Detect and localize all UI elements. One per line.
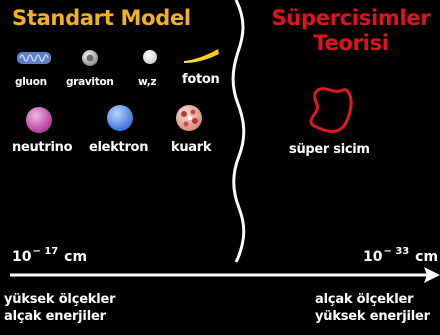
scale-right: 10− 33 cm [363,246,438,265]
graviton-icon [82,50,98,66]
scale-arrow [10,267,440,283]
photon-label: foton [182,72,220,87]
electron-icon [107,105,133,131]
scale-left: 10− 17 cm [12,246,87,265]
scale-right-unit: cm [415,249,439,265]
wz-boson-icon [143,50,157,64]
superstring-title-line-2: Teorisi [313,31,389,55]
scale-left-unit: cm [64,249,88,265]
scale-left-exponent: − 17 [32,246,59,257]
neutrino-label: neutrino [12,140,73,155]
scale-right-base: 10 [363,249,383,265]
gluon-label: gluon [15,76,47,88]
bottom-left-caption: yüksek ölçekler alçak enerjiler [4,291,116,325]
graviton-label: graviton [66,76,114,88]
superstring-title-line-1: Süpercisimler [271,6,431,30]
bottom-right-line-1: alçak ölçekler [315,292,414,307]
divider-wavy-line [231,0,246,263]
bottom-left-line-2: alçak enerjiler [4,309,106,324]
quark-label: kuark [171,140,212,155]
wz-label: w,z [138,76,157,88]
scale-right-exponent: − 33 [383,246,410,257]
superstring-loop-icon [309,87,353,133]
bottom-right-caption: alçak ölçekler yüksek enerjiler [315,291,430,325]
bottom-right-line-2: yüksek enerjiler [315,309,430,324]
gluon-icon [17,52,51,64]
photon-icon [184,49,219,63]
superstring-theory-title: Süpercisimler Teorisi [266,6,436,56]
standard-model-title: Standart Model [12,6,191,30]
superstring-label: süper sicim [289,142,370,157]
electron-label: elektron [89,140,149,155]
bottom-left-line-1: yüksek ölçekler [4,292,116,307]
quark-icon [176,105,202,131]
scale-left-base: 10 [12,249,32,265]
neutrino-icon [26,107,52,133]
